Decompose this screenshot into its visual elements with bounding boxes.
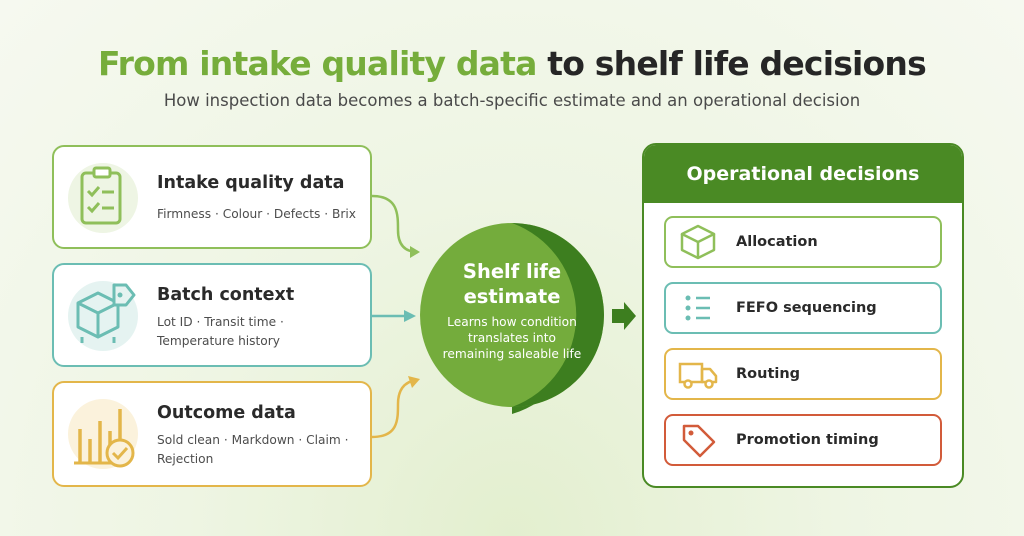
input-card-batch-context: Batch context Lot ID · Transit time · Te… bbox=[52, 263, 372, 367]
arrowhead-batch bbox=[404, 310, 416, 322]
page-title: From intake quality data to shelf life d… bbox=[0, 44, 1024, 84]
input-description: Lot ID · Transit time · Temperature hist… bbox=[157, 315, 284, 348]
decision-allocation: Allocation bbox=[664, 216, 942, 268]
decision-label: Allocation bbox=[736, 234, 818, 250]
decision-promotion-timing: Promotion timing bbox=[664, 414, 942, 466]
decision-label: Routing bbox=[736, 366, 801, 382]
decisions-panel: Operational decisions Allocation FEFO se… bbox=[642, 143, 964, 488]
input-description: Sold clean · Markdown · Claim · Rejectio… bbox=[157, 433, 349, 466]
input-title: Outcome data bbox=[157, 403, 296, 423]
bar-chart-check-icon bbox=[74, 409, 135, 468]
connector-outcome bbox=[371, 378, 417, 439]
price-tag-icon bbox=[682, 424, 716, 458]
output-arrow bbox=[612, 302, 636, 330]
input-title: Batch context bbox=[157, 285, 295, 305]
cube-icon bbox=[680, 224, 716, 260]
decision-routing: Routing bbox=[664, 348, 942, 400]
decision-label: Promotion timing bbox=[736, 432, 879, 448]
decision-fefo-sequencing: FEFO sequencing bbox=[664, 282, 942, 334]
truck-icon bbox=[678, 362, 718, 389]
arrowhead-outcome bbox=[408, 376, 420, 388]
clipboard-checklist-icon bbox=[80, 166, 122, 225]
input-card-outcome-data: Outcome data Sold clean · Markdown · Cla… bbox=[52, 381, 372, 487]
input-card-intake-quality: Intake quality data Firmness · Colour · … bbox=[52, 145, 372, 249]
estimate-description: Learns how condition translates into rem… bbox=[442, 315, 582, 361]
connector-intake bbox=[371, 194, 419, 254]
box-tag-icon bbox=[76, 283, 136, 343]
intake-icon-bg bbox=[68, 163, 138, 233]
batch-icon-bg bbox=[68, 281, 138, 351]
page-subtitle: How inspection data becomes a batch-spec… bbox=[163, 91, 861, 110]
input-title: Intake quality data bbox=[157, 173, 345, 193]
outcome-icon-bg bbox=[68, 399, 138, 469]
arrowhead-intake bbox=[410, 246, 420, 258]
decisions-header: Operational decisions bbox=[644, 145, 962, 203]
decision-label: FEFO sequencing bbox=[736, 300, 877, 316]
estimate-circle bbox=[420, 223, 604, 407]
estimate-title: Shelf life estimate bbox=[462, 260, 562, 308]
title-rest: to shelf life decisions bbox=[536, 44, 927, 83]
title-highlight: From intake quality data bbox=[98, 44, 537, 83]
estimate-ring-arc bbox=[512, 223, 604, 407]
list-icon bbox=[685, 295, 710, 321]
input-description: Firmness · Colour · Defects · Brix bbox=[157, 207, 356, 221]
